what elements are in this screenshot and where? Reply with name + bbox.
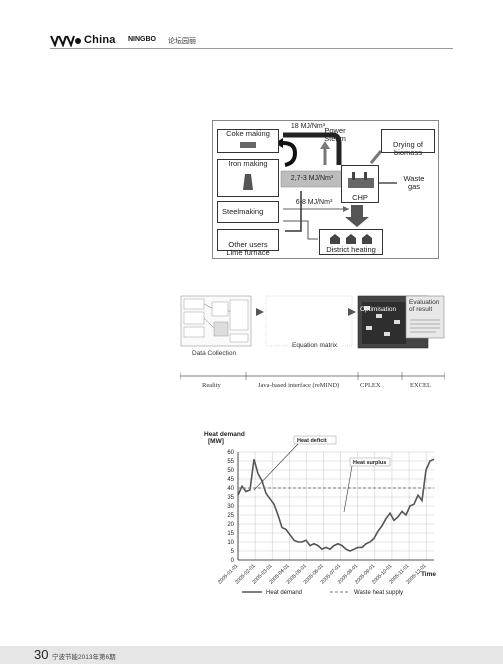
other-users-box: Other users Lime furnace <box>217 229 279 257</box>
x-axis-title: Time <box>421 571 436 578</box>
heat-deficit-callout <box>293 435 337 445</box>
y-tick-label: 15 <box>227 531 234 537</box>
heat-deficit-label: Heat deficit <box>297 438 327 444</box>
drying-biomass-box: Drying of biomass <box>381 129 435 157</box>
houses-icon <box>330 234 372 244</box>
legend-heat-demand-label: Heat demand <box>266 590 302 596</box>
heat-surplus-label: Heat surplus <box>353 460 386 466</box>
footer-text: 宁波节能2013年第6期 <box>52 654 116 661</box>
data-collection-label: Data Collection <box>192 350 237 357</box>
drying-biomass-label: Drying of biomass <box>392 140 423 157</box>
y-tick-label: 60 <box>227 450 234 456</box>
y-tick-label: 20 <box>227 522 234 528</box>
y-tick-label: 55 <box>227 459 234 465</box>
district-heating-box: District heating <box>319 229 383 255</box>
waste-gas-label: Waste gas <box>403 174 425 191</box>
power-steam-label: Power Steam <box>324 126 346 143</box>
heat-surplus-pointer <box>343 465 353 513</box>
blast-furnace-icon <box>243 174 253 190</box>
section-title: 论坛园丽 <box>168 38 196 45</box>
coke-making-box: Coke making <box>217 129 279 153</box>
energy-flow-diagram: Coke making Iron making Steelmaking Othe… <box>212 120 439 259</box>
page-footer: 30 宁波节能2013年第6期 <box>0 646 503 664</box>
legend-waste-heat-label: Waste heat supply <box>354 590 403 596</box>
steelmaking-box: Steelmaking <box>217 201 279 223</box>
y-tick-label: 50 <box>227 468 234 474</box>
energy-label-top: 18 MJ/Nm³ <box>290 123 326 130</box>
axis-label-excel: EXCEL <box>410 382 431 389</box>
iron-making-box: Iron making <box>217 159 279 197</box>
y-axis-unit: [MW] <box>208 438 224 445</box>
other-users-label: Other users Lime furnace <box>226 240 270 257</box>
y-tick-label: 40 <box>227 486 234 492</box>
district-heating-label: District heating <box>326 245 376 254</box>
y-tick-label: 5 <box>231 549 235 555</box>
y-tick-label: 45 <box>227 477 234 483</box>
y-tick-label: 10 <box>227 540 234 546</box>
coke-making-label: Coke making <box>226 129 270 138</box>
modelling-workflow-diagram: Data Collection Equation matrix Optimisa… <box>180 292 445 402</box>
equation-matrix-label: Equation matrix <box>292 342 338 349</box>
workflow-graphics <box>180 295 445 380</box>
page-number: 30 <box>34 647 49 662</box>
chp-plant-icon <box>348 172 374 188</box>
y-tick-label: 0 <box>231 558 235 564</box>
brand-subtitle: NINGBO <box>128 36 156 43</box>
y-tick-label: 25 <box>227 513 234 519</box>
heat-deficit-pointer <box>253 443 299 491</box>
axis-label-remind: Java-based interface (reMIND) <box>258 382 340 389</box>
publication-logo-icon <box>50 35 81 47</box>
page-header: China NINGBO 论坛园丽 <box>50 34 453 48</box>
chp-box: CHP <box>341 165 379 203</box>
heat-demand-line <box>237 458 435 552</box>
steelmaking-label: Steelmaking <box>222 207 264 216</box>
coke-oven-icon <box>240 142 256 148</box>
energy-label-mid: 2,7-3 MJ/Nm³ <box>290 175 334 182</box>
axis-label-cplex: CPLEX <box>360 382 381 389</box>
brand-name: China <box>84 34 116 46</box>
y-tick-label: 30 <box>227 504 234 510</box>
energy-label-low: 6-8 MJ/Nm³ <box>295 199 333 206</box>
chp-label: CHP <box>352 193 368 202</box>
evaluation-label: Evaluation of result <box>409 299 440 313</box>
iron-making-label: Iron making <box>228 159 268 168</box>
heat-demand-chart-svg: 0510152025303540455055602005-01-012005-0… <box>204 431 436 596</box>
optimisation-label: Optimisation <box>360 306 397 313</box>
axis-label-reality: Reality <box>202 382 221 389</box>
header-rule <box>50 48 453 49</box>
y-tick-label: 35 <box>227 495 234 501</box>
y-axis-title: Heat demand <box>204 431 245 438</box>
heat-surplus-callout <box>349 457 391 467</box>
